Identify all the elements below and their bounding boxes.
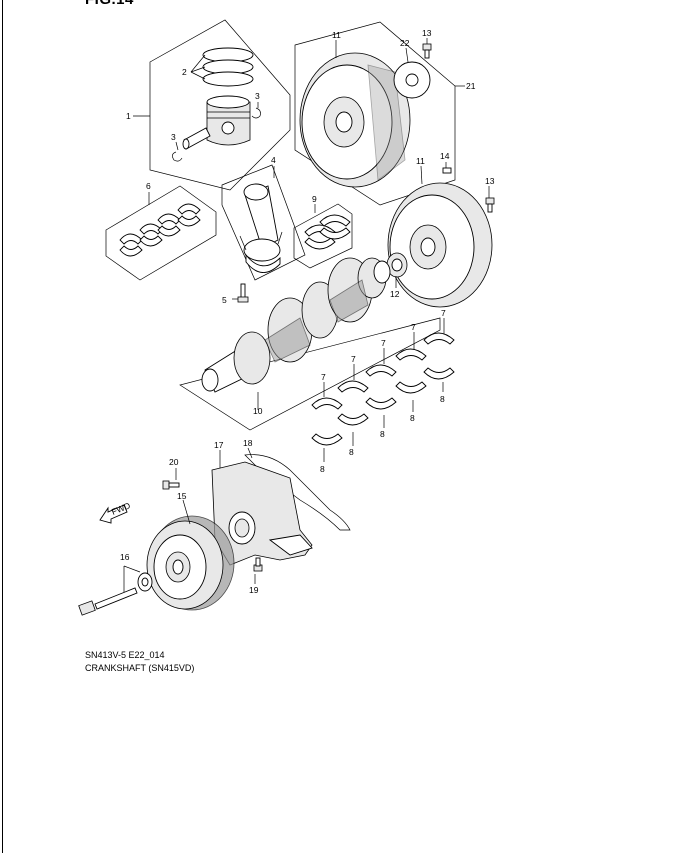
callout-18: 18 <box>243 438 253 448</box>
connecting-rod-group <box>221 164 306 281</box>
callout-3a: 3 <box>255 91 260 101</box>
callout-12: 12 <box>390 289 400 299</box>
callout-7a: 7 <box>441 308 446 318</box>
callout-8c: 8 <box>380 429 385 439</box>
leader-lines <box>123 38 490 592</box>
callout-8e: 8 <box>320 464 325 474</box>
crank-pulley <box>146 515 235 611</box>
callout-8a: 8 <box>440 394 445 404</box>
figure-description: CRANKSHAFT (SN415VD) <box>85 663 195 673</box>
page-frame-line <box>2 0 3 853</box>
bearing-set-6 <box>105 185 217 281</box>
callout-8b: 8 <box>410 413 415 423</box>
callout-7d: 7 <box>351 354 356 364</box>
callout-11a: 11 <box>332 30 341 40</box>
housing-bolts <box>162 480 263 572</box>
piston-group <box>149 19 291 191</box>
flywheel-lower <box>386 167 495 308</box>
thrust-bearing-9 <box>293 203 353 269</box>
callout-13a: 13 <box>422 28 432 38</box>
callout-6: 6 <box>146 181 151 191</box>
callout-7e: 7 <box>321 372 326 382</box>
forward-arrow: FWD <box>99 500 132 524</box>
callout-15: 15 <box>177 491 187 501</box>
callout-1: 1 <box>126 111 131 121</box>
callout-8d: 8 <box>349 447 354 457</box>
figure-title: FIG.14 <box>85 0 134 8</box>
callout-21: 21 <box>466 81 476 91</box>
callout-13b: 13 <box>485 176 495 186</box>
callout-7c: 7 <box>381 338 386 348</box>
seal-housing <box>211 454 351 566</box>
crankshaft <box>179 257 441 431</box>
callout-3b: 3 <box>171 132 176 142</box>
callout-20: 20 <box>169 457 179 467</box>
callout-19: 19 <box>249 585 259 595</box>
main-bearings <box>311 332 455 446</box>
callout-22: 22 <box>400 38 410 48</box>
figure-code: SN413V-5 E22_014 <box>85 650 165 660</box>
callout-4: 4 <box>271 155 276 165</box>
callout-9: 9 <box>312 194 317 204</box>
callout-16: 16 <box>120 552 130 562</box>
callout-labels: 1 2 3 3 4 5 6 9 11 22 13 21 11 14 13 12 … <box>120 28 495 595</box>
callout-5: 5 <box>222 295 227 305</box>
callout-2: 2 <box>182 67 187 77</box>
rod-bolt <box>232 283 249 303</box>
callout-10: 10 <box>253 406 263 416</box>
pulley-bolt <box>78 572 153 616</box>
callout-11b: 11 <box>416 156 425 166</box>
callout-7b: 7 <box>411 322 416 332</box>
callout-17: 17 <box>214 440 224 450</box>
flywheel-group-upper <box>294 21 456 206</box>
callout-14: 14 <box>440 151 450 161</box>
